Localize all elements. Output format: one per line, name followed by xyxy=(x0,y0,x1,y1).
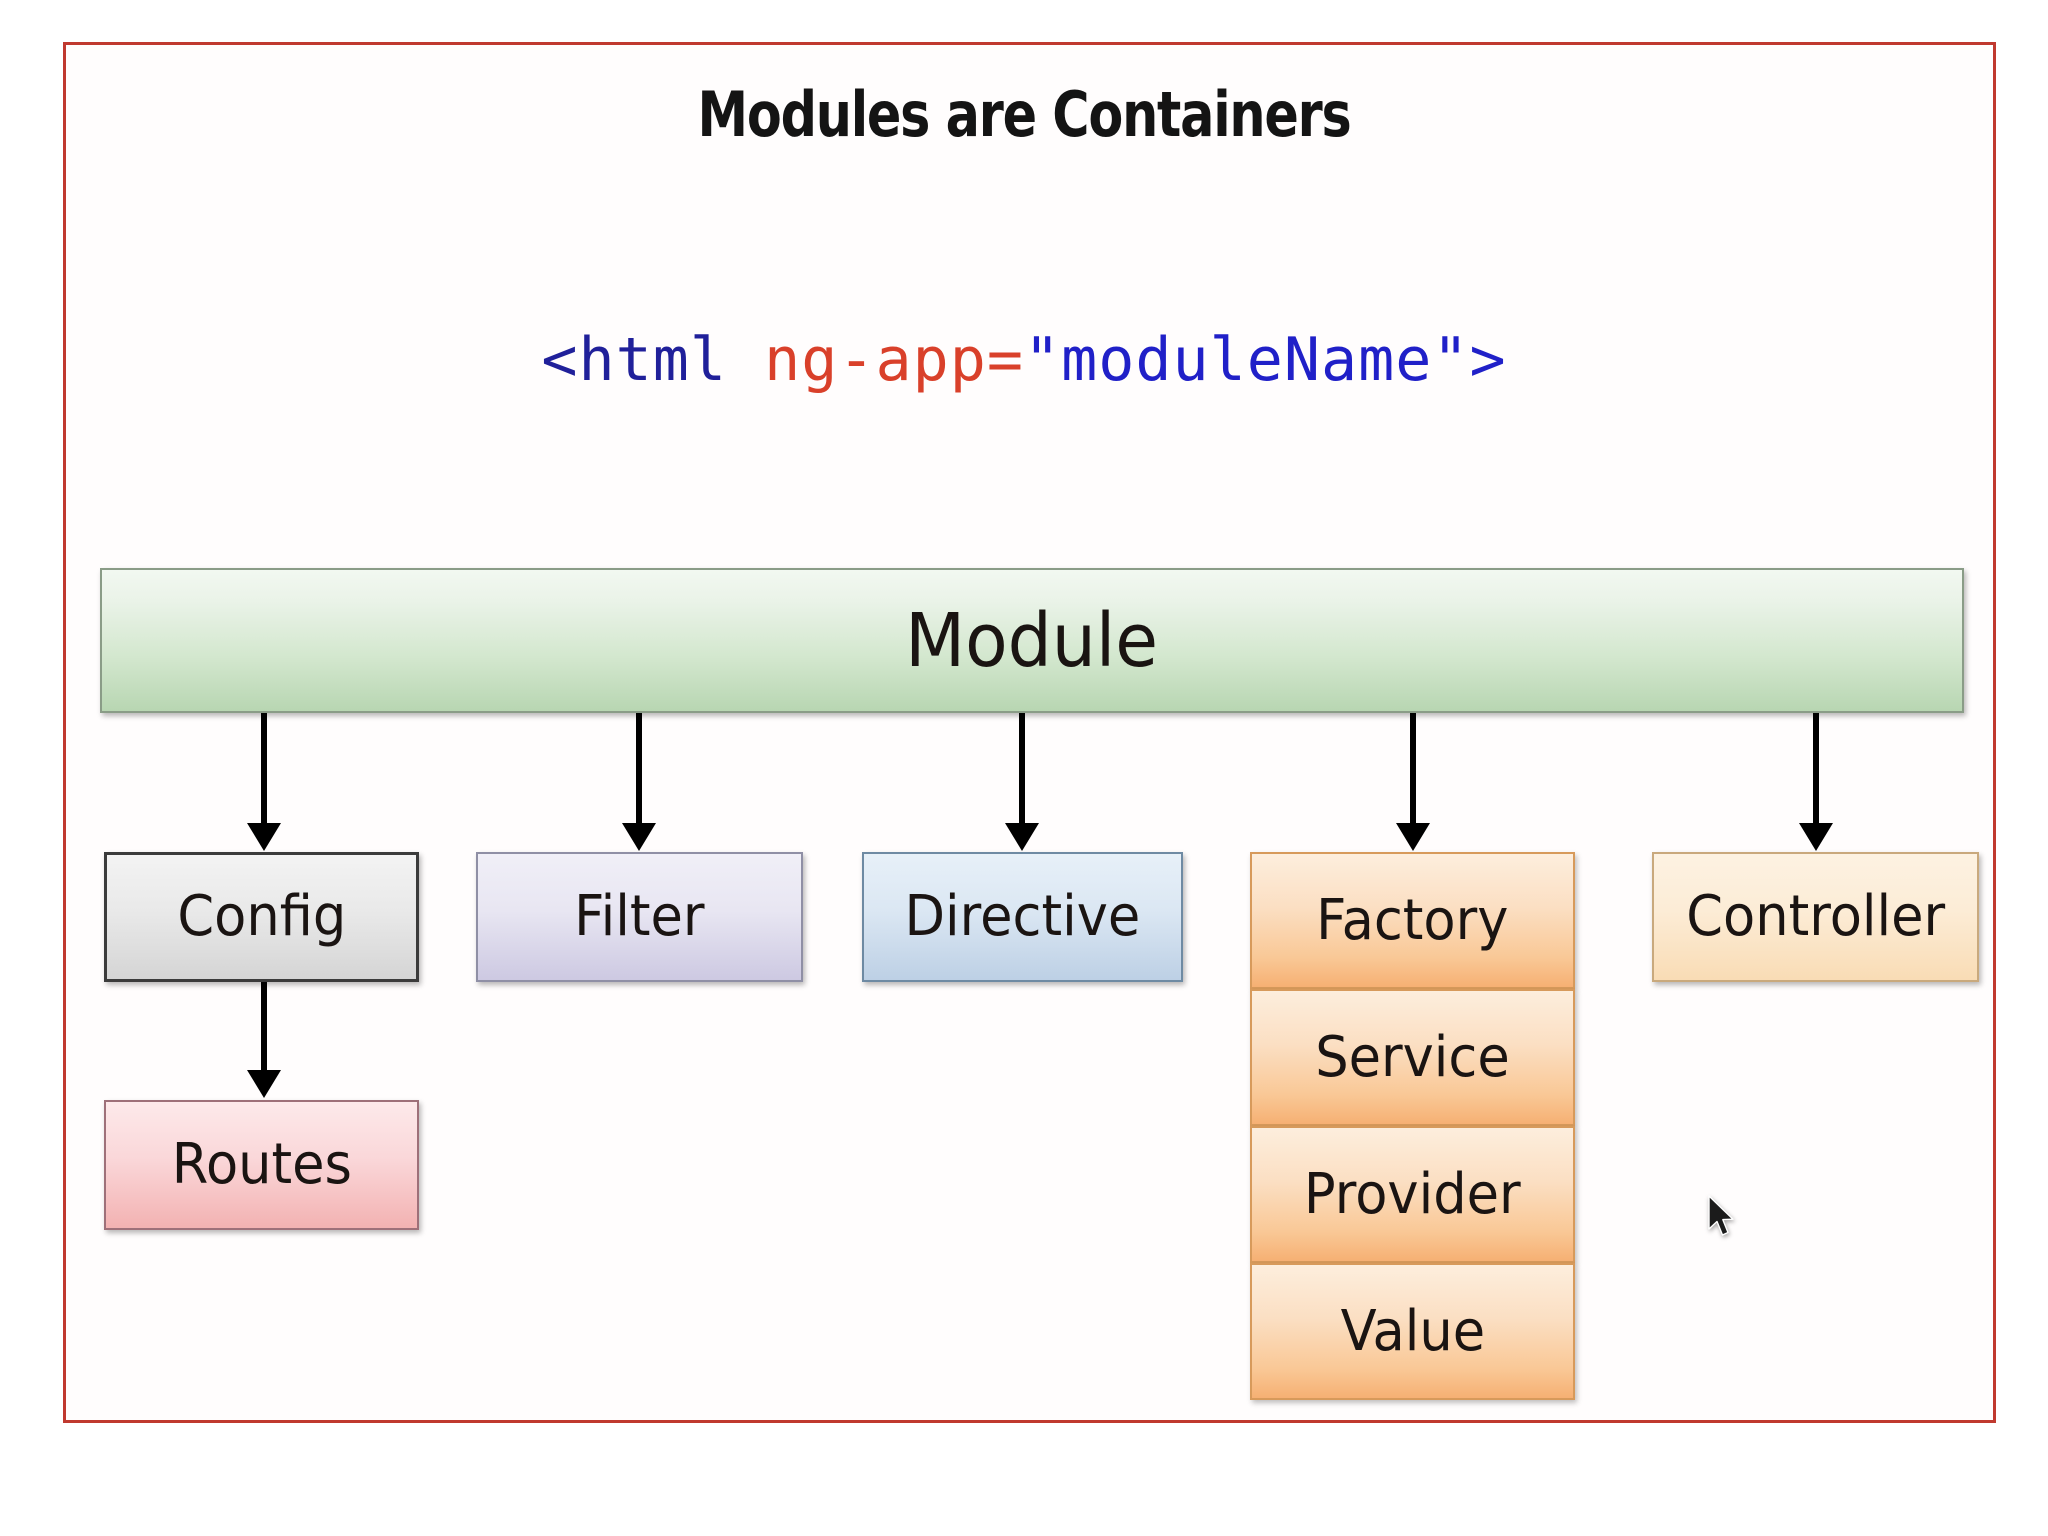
arrow-module-to-controller-line xyxy=(1813,713,1819,825)
arrow-config-to-routes-head xyxy=(247,1070,281,1098)
node-module-label: Module xyxy=(905,597,1159,684)
code-token-tag: <html xyxy=(541,325,765,395)
arrow-module-to-directive-line xyxy=(1019,713,1025,825)
node-directive-label: Directive xyxy=(904,884,1141,949)
node-config-label: Config xyxy=(177,884,346,949)
arrow-module-to-config-head xyxy=(247,823,281,851)
arrow-module-to-controller-head xyxy=(1799,823,1833,851)
code-snippet: <html ng-app="moduleName"> xyxy=(0,325,2048,395)
node-factory-label: Factory xyxy=(1316,887,1509,953)
node-factory[interactable]: Factory xyxy=(1250,852,1575,989)
node-service-label: Service xyxy=(1315,1024,1510,1090)
arrow-module-to-filter-line xyxy=(636,713,642,825)
arrow-module-to-factory-head xyxy=(1396,823,1430,851)
code-token-attribute: ng-app= xyxy=(764,325,1024,395)
node-provider[interactable]: Provider xyxy=(1250,1126,1575,1263)
arrow-module-to-directive-head xyxy=(1005,823,1039,851)
node-filter[interactable]: Filter xyxy=(476,852,803,982)
node-service[interactable]: Service xyxy=(1250,989,1575,1126)
node-module[interactable]: Module xyxy=(100,568,1964,713)
node-filter-label: Filter xyxy=(574,884,705,949)
node-directive[interactable]: Directive xyxy=(862,852,1183,982)
code-token-value: "moduleName"> xyxy=(1024,325,1507,395)
page-title: Modules are Containers xyxy=(697,78,1352,151)
node-routes[interactable]: Routes xyxy=(104,1100,419,1230)
arrow-module-to-filter-head xyxy=(622,823,656,851)
node-value[interactable]: Value xyxy=(1250,1263,1575,1400)
node-controller-label: Controller xyxy=(1686,884,1945,949)
arrow-module-to-factory-line xyxy=(1410,713,1416,825)
node-routes-label: Routes xyxy=(171,1132,352,1197)
node-value-label: Value xyxy=(1340,1298,1485,1364)
mouse-cursor-icon xyxy=(1708,1195,1734,1236)
node-provider-label: Provider xyxy=(1304,1161,1521,1227)
node-config[interactable]: Config xyxy=(104,852,419,982)
provider-stack: Factory Service Provider Value xyxy=(1250,852,1575,1400)
node-controller[interactable]: Controller xyxy=(1652,852,1979,982)
arrow-config-to-routes-line xyxy=(261,982,267,1072)
arrow-module-to-config-line xyxy=(261,713,267,825)
